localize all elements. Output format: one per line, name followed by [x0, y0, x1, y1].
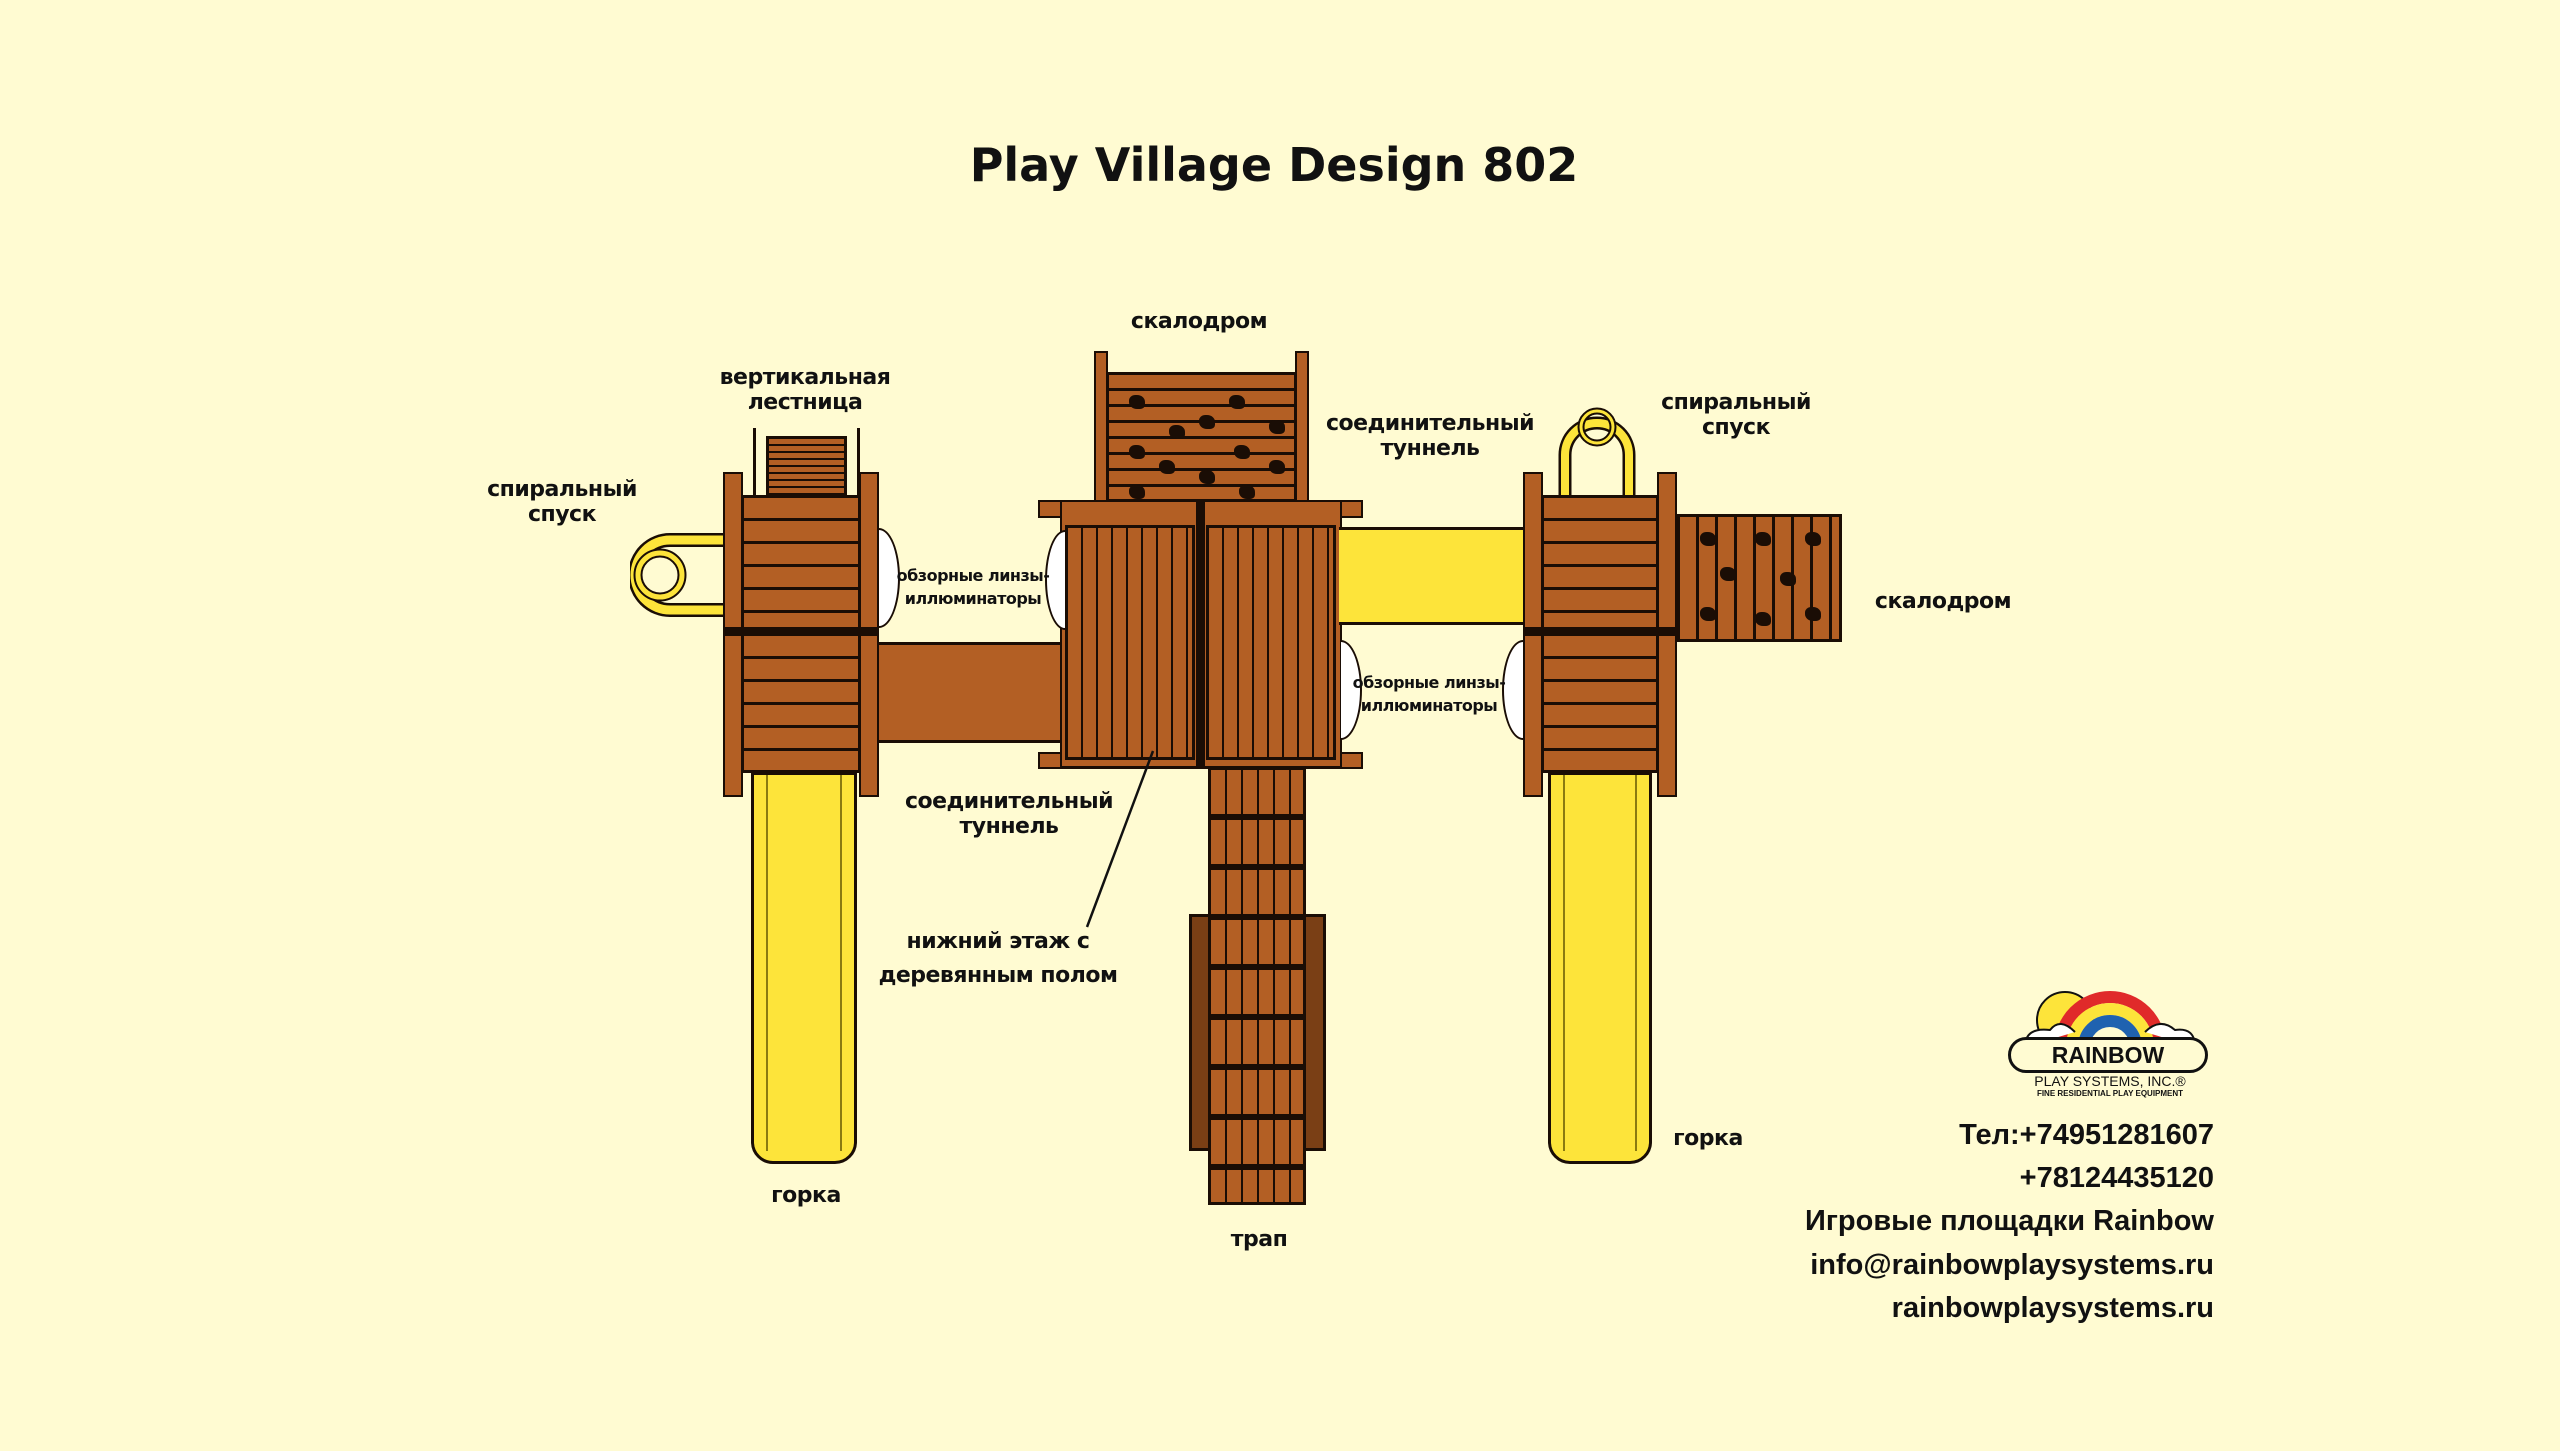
climbing-hold — [1805, 532, 1821, 546]
connecting-tunnel-brown — [879, 642, 1063, 743]
label-ramp: трап — [1230, 1227, 1288, 1252]
contact-phone-2: +78124435120 — [2019, 1162, 2214, 1194]
climbing-hold — [1755, 532, 1771, 546]
label-slide-right: горка — [1673, 1126, 1743, 1151]
label-lenses-left: обзорные линзы-иллюминаторы — [896, 566, 1050, 608]
climbing-hold — [1199, 470, 1215, 484]
climbing-hold — [1700, 532, 1716, 546]
climbing-hold — [1129, 395, 1145, 409]
central-deck-left — [1065, 525, 1195, 760]
climbing-hold — [1169, 425, 1185, 439]
climbing-hold — [1720, 567, 1736, 581]
post — [1295, 351, 1309, 503]
climbing-hold — [1269, 460, 1285, 474]
slide-left — [751, 772, 857, 1164]
climbing-hold — [1755, 612, 1771, 626]
climbing-hold — [1159, 460, 1175, 474]
logo-brand: RAINBOW — [2008, 1037, 2208, 1073]
beam — [1523, 627, 1677, 636]
climbing-wall-right — [1677, 514, 1842, 642]
label-slide-left: горка — [771, 1183, 841, 1208]
climbing-hold — [1199, 415, 1215, 429]
climbing-hold — [1229, 395, 1245, 409]
spiral-slide-right-shape — [1558, 407, 1636, 497]
spiral-slide-left-shape — [630, 533, 730, 617]
ramp — [1208, 767, 1306, 1205]
contact-phone-1: Тел:+74951281607 — [1959, 1119, 2214, 1151]
logo-sub: PLAY SYSTEMS, INC.® — [2034, 1073, 2186, 1089]
beam — [723, 627, 879, 636]
page-title: Play Village Design 802 — [969, 138, 1579, 192]
climbing-hold — [1239, 485, 1255, 499]
contact-email[interactable]: info@rainbowplaysystems.ru — [1810, 1249, 2214, 1281]
climbing-hold — [1780, 572, 1796, 586]
label-lenses-right: обзорные линзы-иллюминаторы — [1352, 673, 1506, 715]
climbing-hold — [1129, 485, 1145, 499]
central-deck-right — [1206, 525, 1336, 760]
label-climbing-wall-top: скалодром — [1130, 309, 1268, 334]
climbing-hold — [1269, 420, 1285, 434]
slide-right — [1548, 772, 1652, 1164]
climbing-hold — [1234, 445, 1250, 459]
climbing-hold — [1805, 607, 1821, 621]
climbing-hold — [1700, 607, 1716, 621]
climbing-hold — [1129, 445, 1145, 459]
climbing-wall-top — [1106, 372, 1297, 502]
vertical-ladder — [753, 428, 860, 498]
connecting-tunnel-yellow — [1339, 527, 1523, 625]
contact-company: Игровые площадки Rainbow — [1805, 1205, 2214, 1237]
rainbow-logo: RAINBOW PLAY SYSTEMS, INC.® FINE RESIDEN… — [2005, 972, 2215, 1102]
contact-website[interactable]: rainbowplaysystems.ru — [1891, 1292, 2214, 1324]
rainbow-logo-graphic — [2024, 991, 2196, 1049]
beam — [1196, 500, 1205, 768]
label-climbing-wall-right: скалодром — [1874, 589, 2012, 614]
logo-tagline: FINE RESIDENTIAL PLAY EQUIPMENT — [2036, 1089, 2184, 1098]
